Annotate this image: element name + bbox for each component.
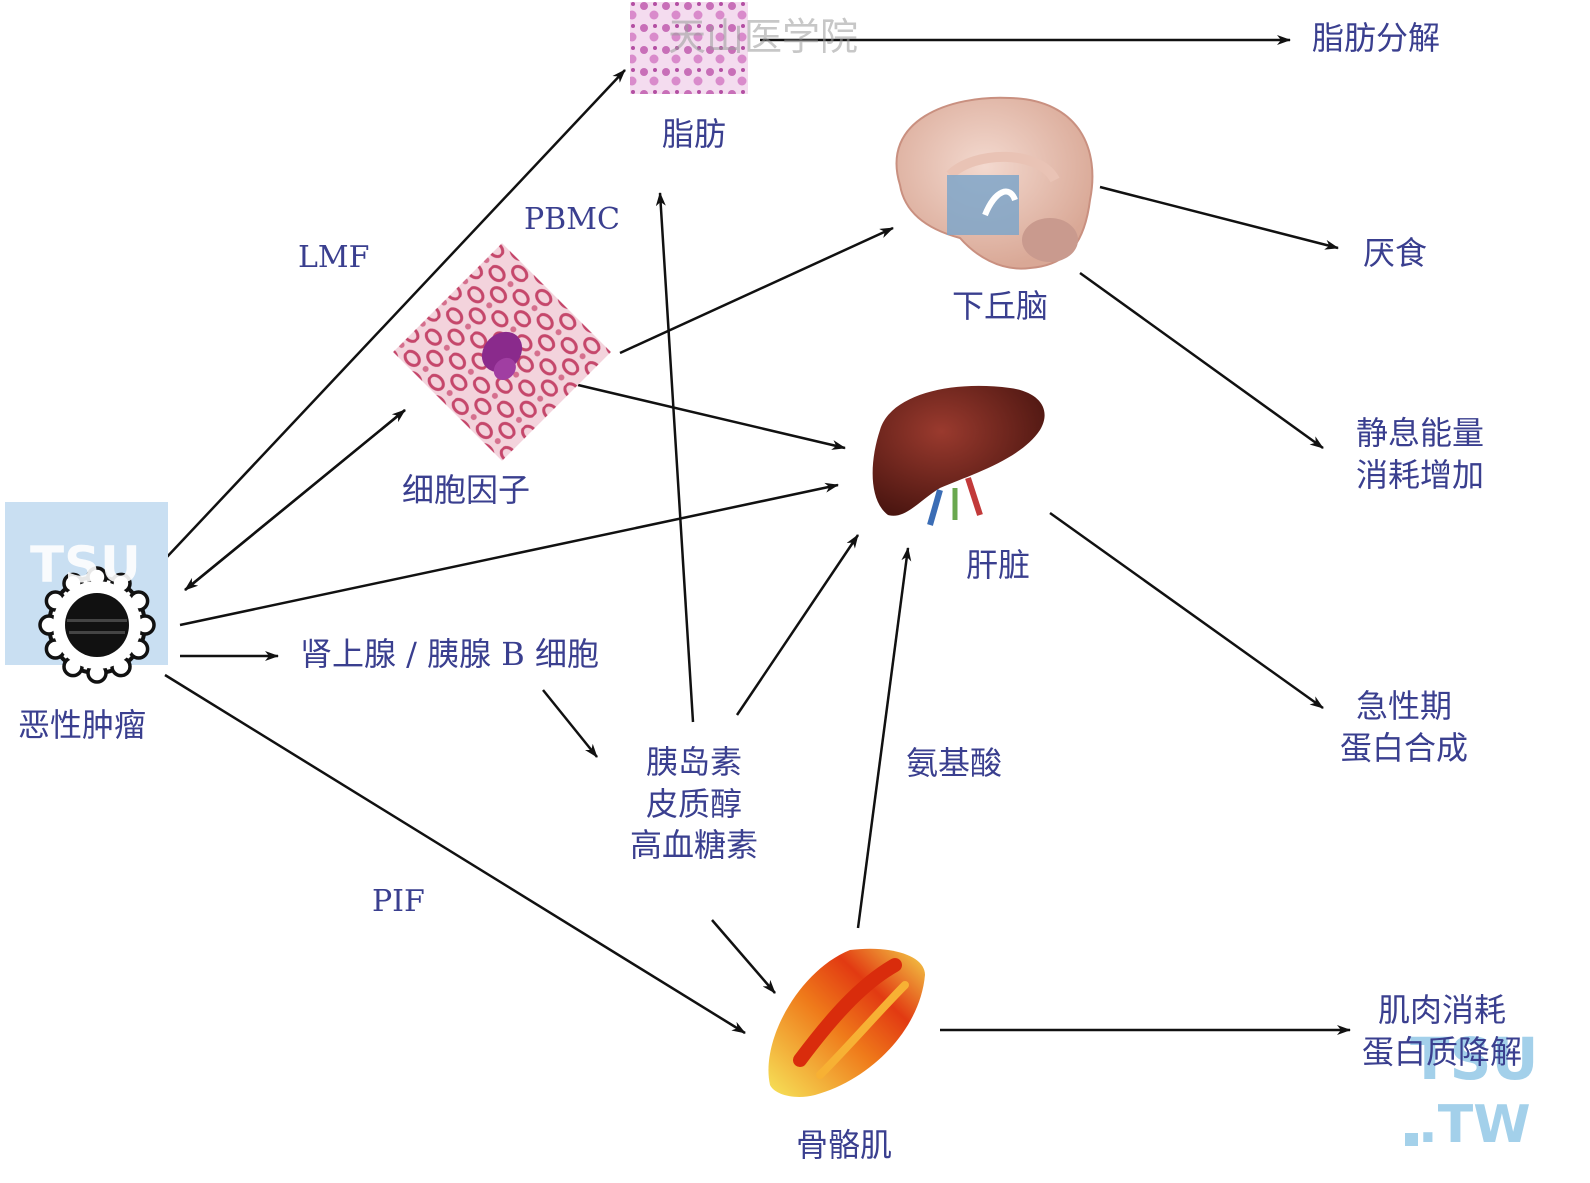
label-muscle-wasting: 肌肉消耗 蛋白质降解 [1362, 990, 1522, 1073]
liver-image [872, 385, 1045, 526]
arrow-hypothalamus-to-anorexia [1099, 185, 1339, 250]
label-pbmc: PBMC [524, 202, 620, 237]
arrows [149, 35, 1351, 1035]
watermark-dot [1405, 1133, 1418, 1146]
label-lmf: LMF [298, 240, 370, 275]
label-cytokines: 细胞因子 [402, 471, 531, 509]
arrow-tumor-to-liver [179, 482, 839, 627]
skeletal-muscle-image [768, 948, 925, 1097]
blood-smear-image [393, 243, 611, 461]
arrow-tumor-to-cytokines [184, 409, 406, 591]
arrow-hormones-to-fat [655, 192, 695, 723]
label-amino-acids: 氨基酸 [906, 744, 1003, 782]
label-lipolysis: 脂肪分解 [1312, 19, 1441, 57]
watermark-tsu-left: TSU [30, 536, 141, 594]
label-muscle-wasting-line2: 蛋白质降解 [1362, 1032, 1523, 1071]
brain-image [895, 96, 1094, 270]
label-acute-phase-line2: 蛋白合成 [1340, 728, 1469, 767]
label-fat: 脂肪 [662, 115, 727, 153]
watermark-tw-right: .TW [1418, 1095, 1531, 1155]
arrow-cytokines-to-liver [577, 383, 846, 450]
label-hormones: 胰岛素 皮质醇 高血糖素 [630, 742, 758, 867]
label-hormone-insulin: 胰岛素 [646, 743, 743, 781]
arrow-hormones-to-muscle [711, 919, 776, 994]
arrow-hypothalamus-to-energy [1079, 271, 1324, 450]
label-resting-energy-line1: 静息能量 [1356, 414, 1485, 452]
label-acute-phase: 急性期 蛋白合成 [1340, 686, 1468, 769]
label-hormone-cortisol: 皮质醇 [646, 784, 743, 823]
arrow-adrenal-to-hormones [542, 689, 598, 758]
label-adrenal-pancreas: 肾上腺 / 胰腺 B 细胞 [300, 635, 599, 673]
label-tumor: 恶性肿瘤 [18, 706, 147, 744]
fat-tissue-image [630, 2, 748, 94]
tumor-figure [5, 502, 168, 684]
arrow-tumor-to-muscle [164, 673, 746, 1035]
label-hypothalamus: 下丘脑 [952, 287, 1049, 325]
watermark-top-text: 天山医学院 [668, 15, 859, 59]
label-muscle-wasting-line1: 肌肉消耗 [1378, 991, 1507, 1029]
label-skeletal-muscle: 骨骼肌 [796, 1126, 893, 1164]
label-acute-phase-line1: 急性期 [1356, 687, 1453, 725]
label-pif: PIF [372, 884, 425, 919]
label-hormone-glucagon: 高血糖素 [630, 826, 759, 865]
label-resting-energy-line2: 消耗增加 [1356, 455, 1485, 494]
arrow-liver-to-acute-phase [1049, 511, 1324, 710]
arrow-tumor-to-fat [149, 69, 626, 576]
arrow-muscle-to-liver [856, 547, 912, 929]
label-liver: 肝脏 [966, 546, 1031, 584]
tumor-icon [38, 566, 156, 684]
arrow-cytokines-to-hypothalamus [619, 226, 894, 355]
label-anorexia: 厌食 [1363, 234, 1428, 272]
watermark-tsu-right: TSU [1410, 1025, 1539, 1093]
label-resting-energy: 静息能量 消耗增加 [1356, 413, 1484, 496]
arrow-hormones-to-liver [735, 534, 860, 716]
